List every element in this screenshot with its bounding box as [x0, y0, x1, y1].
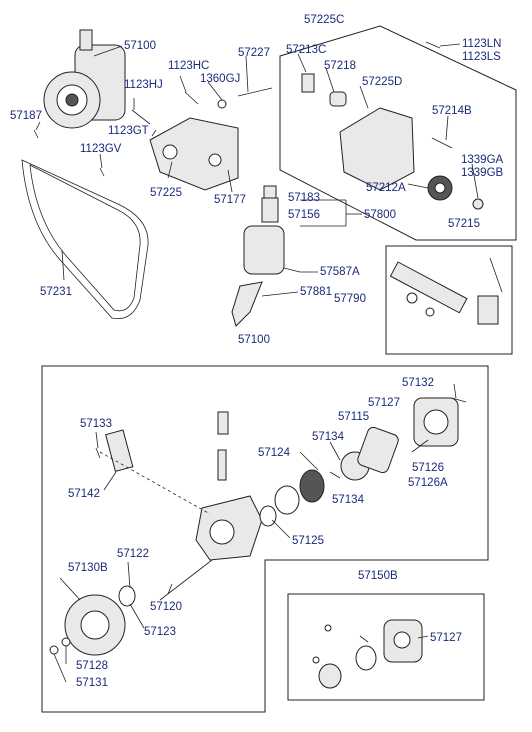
- valve-57790-parts: [389, 257, 503, 325]
- label-57227: 57227: [238, 47, 270, 59]
- label-57130b: 57130B: [68, 562, 108, 574]
- label-1123hj: 1123HJ: [124, 79, 163, 91]
- label-57133: 57133: [80, 418, 112, 430]
- kit-57150b-parts: [312, 619, 423, 689]
- label-57134-b: 57134: [332, 494, 364, 506]
- pump-exploded-57100: [49, 397, 467, 656]
- label-57132: 57132: [402, 377, 434, 389]
- label-57881: 57881: [300, 286, 332, 298]
- label-57124: 57124: [258, 447, 290, 459]
- label-1360gj: 1360GJ: [200, 73, 241, 85]
- bracket-57225: [149, 117, 239, 191]
- box-57790-inset: [385, 245, 513, 355]
- label-57150b: 57150B: [358, 570, 398, 582]
- label-57214b: 57214B: [432, 105, 472, 117]
- kit-57225c-parts: [301, 73, 484, 210]
- drive-belt: [21, 159, 149, 319]
- label-57225: 57225: [150, 187, 182, 199]
- label-57122: 57122: [117, 548, 149, 560]
- box-57150b-kit: [287, 593, 485, 701]
- pump-assembly-top: [43, 29, 126, 129]
- label-57218: 57218: [324, 60, 356, 72]
- label-57127-a: 57127: [368, 397, 400, 409]
- label-57800: 57800: [364, 209, 396, 221]
- label-57100-top: 57100: [124, 40, 156, 52]
- label-57126a: 57126A: [408, 477, 448, 489]
- label-1123gt: 1123GT: [108, 125, 149, 137]
- label-1123ln: 1123LN: [462, 38, 502, 50]
- label-57128: 57128: [76, 660, 108, 672]
- label-57225c: 57225C: [304, 14, 345, 26]
- box-57100-assembly: [41, 365, 489, 713]
- label-57212a: 57212A: [366, 182, 406, 194]
- label-1123hc: 1123HC: [168, 60, 210, 72]
- label-57126: 57126: [412, 462, 444, 474]
- label-57177: 57177: [214, 194, 246, 206]
- leader-lines: [35, 43, 479, 683]
- label-57183: 57183: [288, 192, 320, 204]
- label-1339gb: 1339GB: [461, 167, 504, 179]
- label-57225d: 57225D: [362, 76, 403, 88]
- box-57225c-kit: [279, 25, 517, 241]
- label-57120: 57120: [150, 601, 182, 613]
- label-57790: 57790: [334, 293, 366, 305]
- label-57187: 57187: [10, 110, 42, 122]
- label-57142: 57142: [68, 488, 100, 500]
- reservoir-57800: [231, 185, 362, 327]
- label-57100-mid: 57100: [238, 334, 270, 346]
- label-1339ga: 1339GA: [461, 154, 504, 166]
- label-57125: 57125: [292, 535, 324, 547]
- label-57123: 57123: [144, 626, 176, 638]
- label-57231: 57231: [40, 286, 72, 298]
- label-1123gv: 1123GV: [80, 143, 122, 155]
- label-57215: 57215: [448, 218, 480, 230]
- label-57213c: 57213C: [286, 44, 327, 56]
- label-57587a: 57587A: [320, 266, 360, 278]
- label-1123ls: 1123LS: [462, 51, 501, 63]
- label-57131: 57131: [76, 677, 108, 689]
- label-57156: 57156: [288, 209, 320, 221]
- label-57127-b: 57127: [430, 632, 462, 644]
- label-57115: 57115: [338, 411, 370, 423]
- label-57134-a: 57134: [312, 431, 344, 443]
